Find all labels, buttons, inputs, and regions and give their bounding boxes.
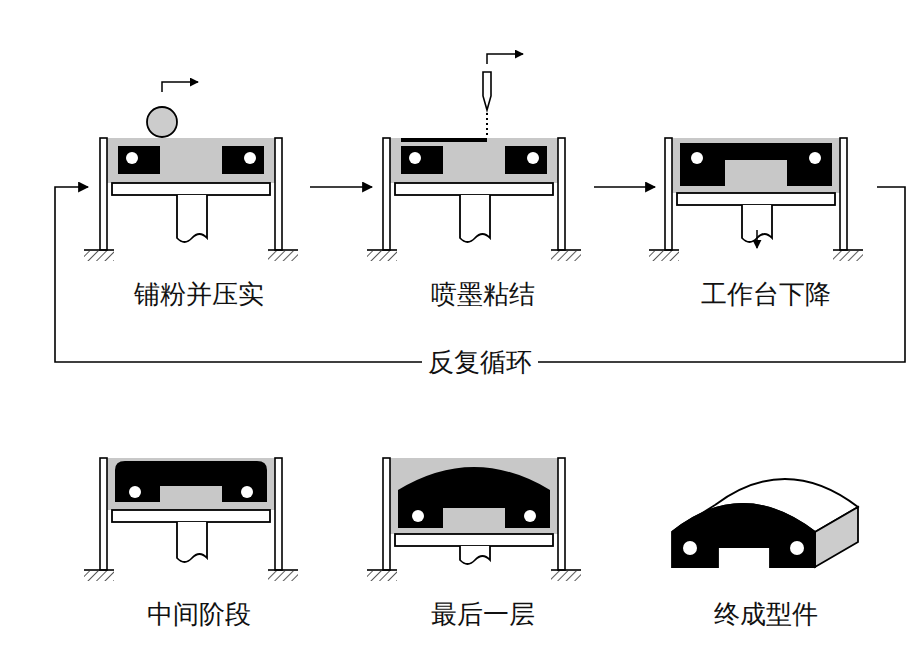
stage-label: 工作台下降 bbox=[655, 278, 877, 310]
stage-node: 铺粉并压实 bbox=[88, 60, 310, 310]
stage-spread-powder bbox=[84, 82, 298, 261]
stage-last-layer bbox=[367, 458, 581, 581]
flow-arrow bbox=[310, 186, 372, 188]
stage-label: 喷墨粘结 bbox=[372, 278, 594, 310]
final-part bbox=[672, 479, 858, 567]
stage-middle bbox=[84, 458, 298, 581]
stage-inkjet-bind bbox=[367, 54, 581, 261]
stage-label: 中间阶段 bbox=[88, 598, 310, 630]
edge-label: 反复循环 bbox=[422, 346, 538, 378]
stage-label: 铺粉并压实 bbox=[88, 278, 310, 310]
stage-node: 最后一层 bbox=[372, 440, 594, 630]
stage-node: 终成型件 bbox=[655, 440, 877, 630]
stage-node: 工作台下降 bbox=[655, 60, 877, 310]
flow-arrow bbox=[55, 187, 905, 362]
stage-label: 终成型件 bbox=[655, 598, 877, 630]
stage-label: 最后一层 bbox=[372, 598, 594, 630]
stage-node: 喷墨粘结 bbox=[372, 60, 594, 310]
stage-node: 中间阶段 bbox=[88, 440, 310, 630]
stage-table-lower bbox=[649, 138, 863, 261]
flow-arrow bbox=[594, 186, 655, 188]
